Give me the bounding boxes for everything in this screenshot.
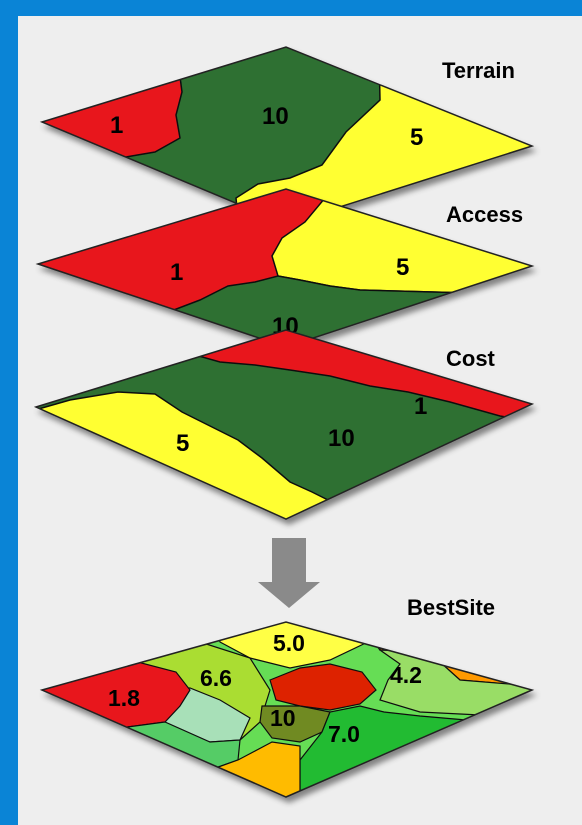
- bestsite-value-6-6: 6.6: [200, 665, 232, 691]
- cost-value-10: 10: [328, 425, 355, 452]
- terrain-value-10: 10: [262, 103, 289, 130]
- bestsite-value-7-0: 7.0: [328, 721, 360, 747]
- bestsite-zone-10: [259, 705, 331, 743]
- terrain-zone-1: [42, 47, 183, 171]
- cost-label: Cost: [446, 346, 496, 371]
- bestsite-value-5-0: 5.0: [273, 630, 305, 656]
- bestsite-value-1-8: 1.8: [108, 685, 140, 711]
- bestsite-zone-center-red: [269, 663, 377, 711]
- down-arrow-icon: [258, 538, 320, 608]
- terrain-value-5: 5: [410, 124, 423, 151]
- access-label: Access: [446, 202, 523, 227]
- bestsite-zone-5-0: [199, 622, 381, 669]
- bestsite-value-4-2: 4.2: [390, 662, 422, 688]
- bestsite-label: BestSite: [407, 595, 495, 620]
- cost-value-1: 1: [414, 393, 427, 420]
- terrain-label: Terrain: [442, 58, 515, 83]
- cost-value-5: 5: [176, 430, 189, 457]
- access-value-5: 5: [396, 254, 409, 281]
- terrain-value-1: 1: [110, 112, 123, 139]
- bestsite-value-10: 10: [270, 705, 296, 731]
- access-value-1: 1: [170, 259, 183, 286]
